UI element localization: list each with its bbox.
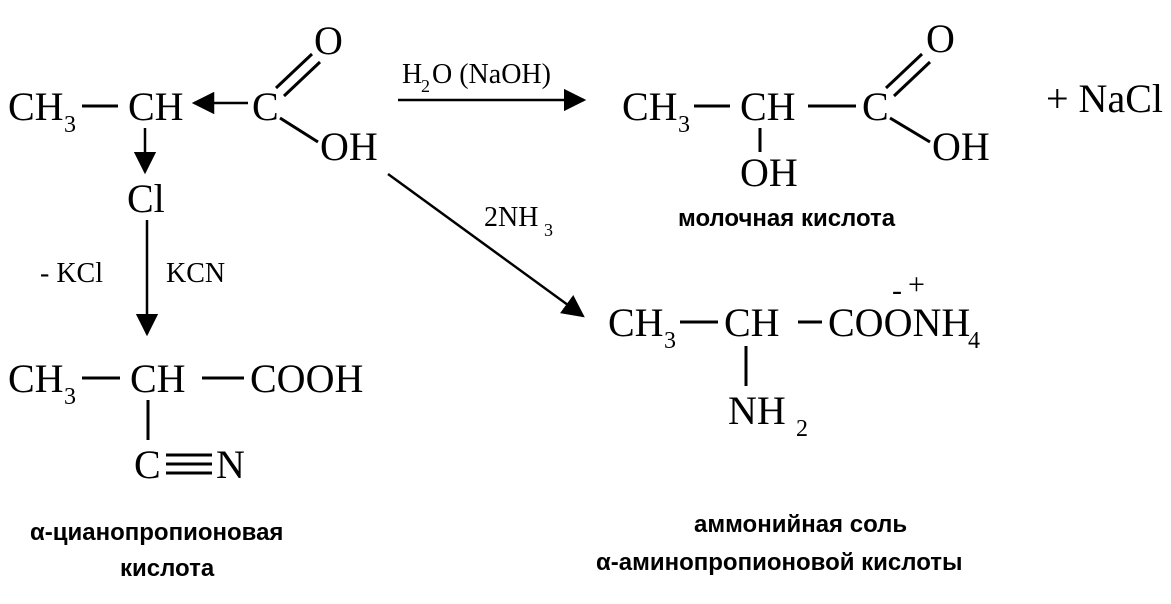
amino-caption-1: аммонийная соль [694,511,907,538]
amino-nh4-sub: 4 [968,328,980,354]
amino-salt: CH 3 CH COONH 4 - + NH 2 аммонийная соль… [596,268,980,576]
lactic-ch: CH [740,84,796,129]
reagent-2nh: 2NH [484,202,538,233]
amino-ch3: CH [608,300,664,345]
cyano-ch3-sub: 3 [64,384,76,410]
start-bond-c-oh [279,116,319,144]
start-double-bond-b [282,60,322,98]
reaction-cyanation: - KCl KCN [40,220,225,337]
start-o: O [314,18,343,63]
reaction-hydrolysis: H 2 O (NaOH) [398,59,587,112]
lactic-c: C [862,84,889,129]
start-cl: Cl [127,176,165,221]
reagent-h-sub: 2 [421,76,430,96]
lactic-o: O [926,16,955,61]
amino-plus-charge: + [908,268,925,301]
amino-minus-charge: - [892,274,902,307]
cyano-ch3: CH [8,356,64,401]
lactic-ch3: CH [622,84,678,129]
lactic-acid: CH 3 CH C O OH OH молочная кислота [622,16,990,232]
start-c: C [252,84,279,129]
lactic-oh-right: OH [932,124,990,169]
cyano-caption-1: α-цианопропионовая [30,519,283,546]
lactic-caption: молочная кислота [678,205,896,232]
start-double-bond-a [274,52,314,90]
lactic-oh-bottom: OH [740,150,798,195]
cyano-cooh: COOH [250,356,363,401]
amino-nh: NH [728,388,786,433]
start-ch: CH [128,84,184,129]
lactic-double-bond-b [892,60,932,98]
cyano-n: N [216,442,245,487]
reagent-o-naoh: O (NaOH) [432,59,551,90]
start-molecule: CH 3 CH C O OH Cl [8,18,378,221]
amino-nh2-sub: 2 [796,416,808,442]
cyano-acid: CH 3 CH COOH C N α-цианопропионовая кисл… [8,356,363,582]
cyano-c: C [134,442,161,487]
start-oh: OH [320,124,378,169]
lactic-double-bond-a [884,52,924,90]
byproduct-nacl: + NaCl [1046,76,1163,121]
reagent-2nh-sub: 3 [544,220,553,240]
arrow-ammonolysis [387,172,585,318]
amino-coonh: COONH [828,300,970,345]
lactic-ch3-sub: 3 [678,112,690,138]
reagent-kcn: KCN [166,258,225,289]
amino-ch3-sub: 3 [664,328,676,354]
start-ch3-sub: 3 [64,112,76,138]
lactic-bond-c-oh [889,116,931,144]
cyano-caption-2: кислота [120,555,215,582]
amino-ch: CH [724,300,780,345]
start-ch3: CH [8,84,64,129]
reagent-h: H [402,59,422,90]
reagent-minus-kcl: - KCl [40,258,103,289]
cyano-ch: CH [130,356,186,401]
reaction-ammonolysis: 2NH 3 [387,172,585,318]
amino-caption-2: α-аминопропионовой кислоты [596,549,963,576]
